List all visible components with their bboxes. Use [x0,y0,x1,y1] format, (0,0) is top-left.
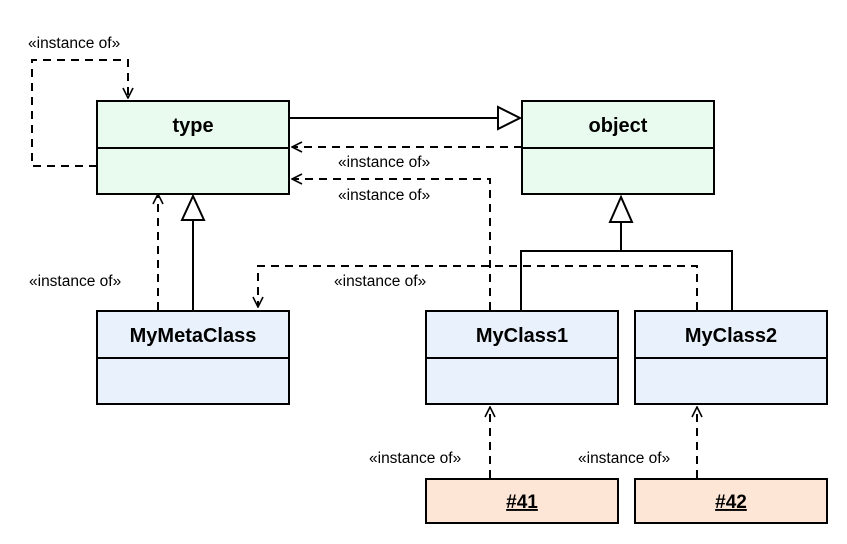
label-mymetaclass-instance-type: «instance of» [29,273,121,290]
label-obj41-instance-myclass1: «instance of» [369,450,461,467]
generalization-arrowhead [180,193,206,221]
instance-41[interactable]: #41 [425,478,619,524]
instance-42-name: #42 [715,492,747,513]
label-type-self-instance: «instance of» [28,35,120,52]
generalization-arrowhead [608,194,634,223]
instance-42[interactable]: #42 [634,478,828,524]
class-object-name: object [589,115,648,137]
label-object-instance-type: «instance of» [338,154,430,171]
class-type[interactable]: type [96,100,290,195]
class-type-name: type [172,115,213,137]
class-myclass2[interactable]: MyClass2 [634,310,828,405]
class-object[interactable]: object [521,100,715,195]
edge-myclass1-instance-type [292,179,491,310]
label-myclass1-instance-type: «instance of» [338,187,430,204]
class-myclass1-name: MyClass1 [476,325,568,347]
class-mymetaclass[interactable]: MyMetaClass [96,310,290,405]
instance-42-box [634,478,828,524]
label-myclass2-instance-mymetaclass: «instance of» [334,273,426,290]
edge-type-self-instance [31,59,128,167]
class-mymetaclass-name: MyMetaClass [130,325,257,347]
label-obj42-instance-myclass2: «instance of» [578,450,670,467]
instance-41-name: #41 [506,492,538,513]
class-myclass1[interactable]: MyClass1 [425,310,619,405]
instance-41-box [425,478,619,524]
class-myclass2-name: MyClass2 [685,325,777,347]
generalization-arrowhead [497,105,523,131]
edge-myclass2-instance-mymetaclass [258,265,698,310]
